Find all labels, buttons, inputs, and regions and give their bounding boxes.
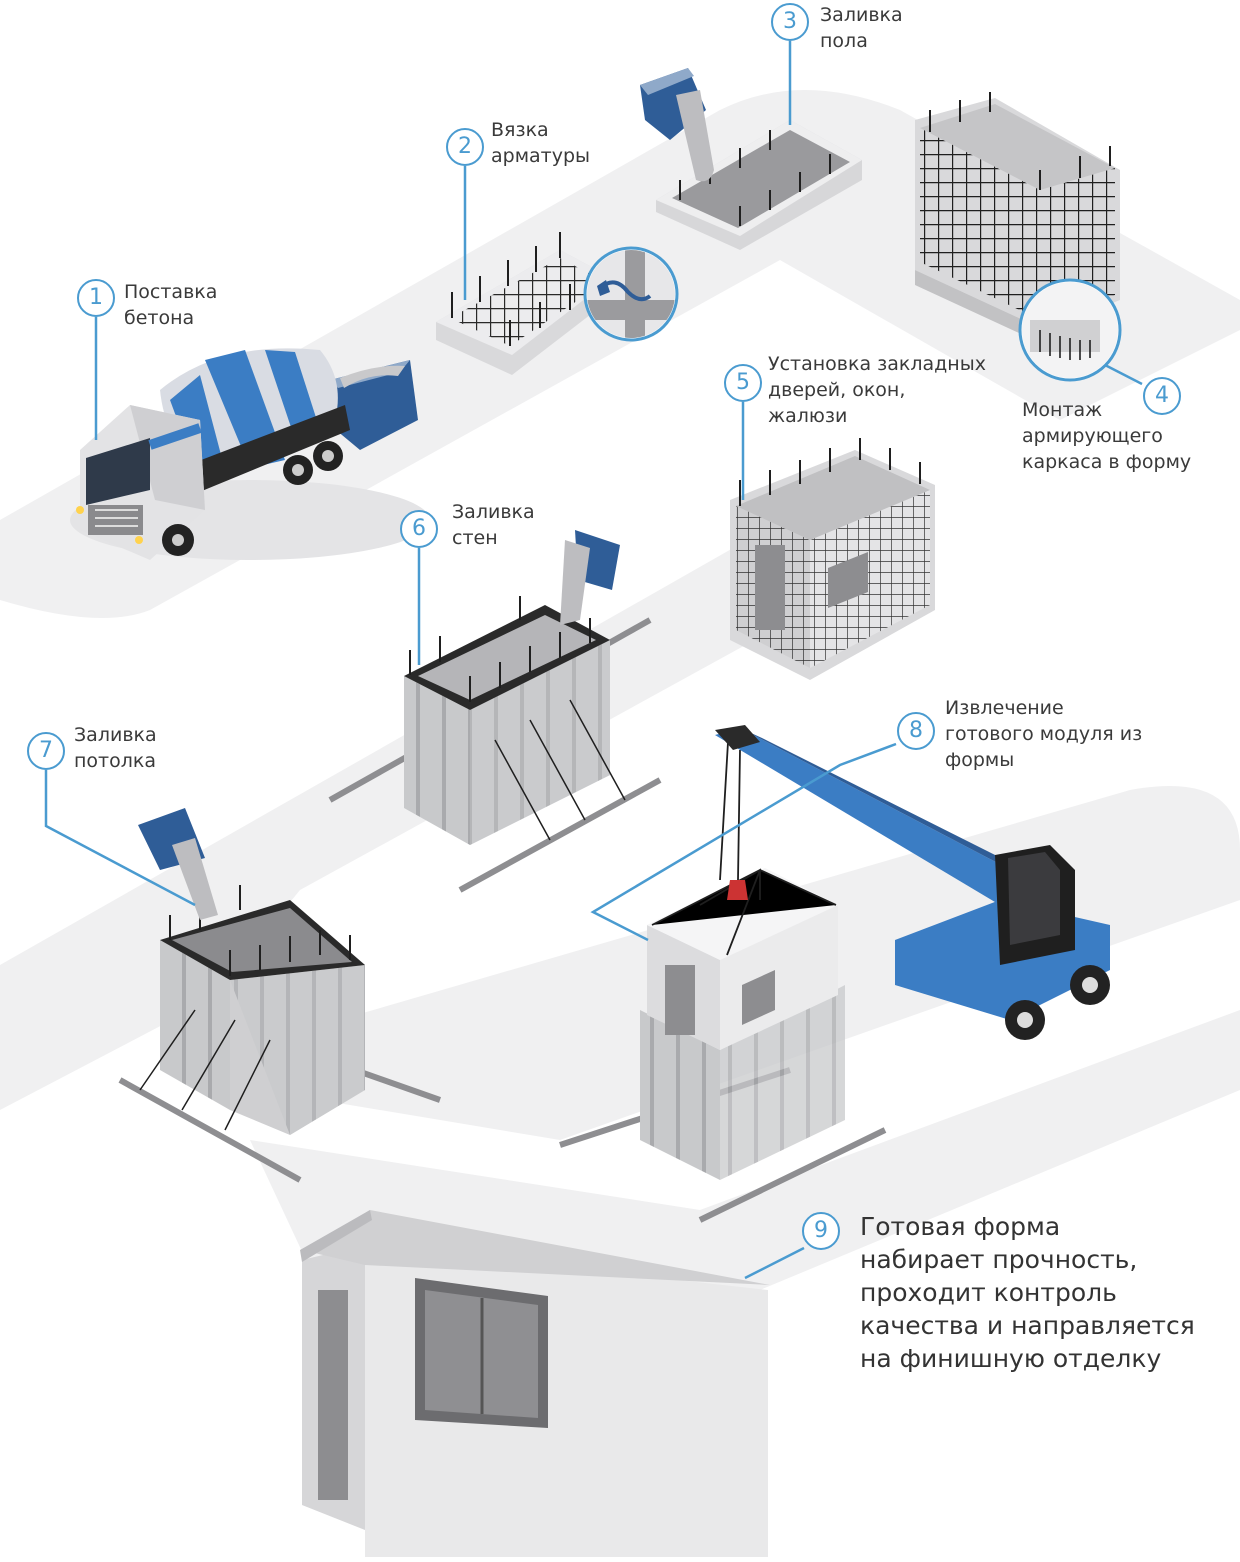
ceiling-pouring-formwork: [118, 808, 441, 1183]
label-line: готового модуля из: [945, 723, 1143, 745]
step-4-label: Монтаж армирующего каркаса в форму: [1022, 397, 1191, 475]
label-line: формы: [945, 749, 1015, 771]
embedded-openings-module: [730, 438, 935, 680]
label-line: пола: [820, 30, 868, 52]
label-line: качества и направляется: [860, 1311, 1195, 1340]
label-line: дверей, окон,: [768, 379, 906, 401]
label-line: Установка закладных: [768, 353, 986, 375]
label-line: на финишную отделку: [860, 1344, 1162, 1373]
step-2-number: 2: [446, 128, 484, 166]
floor-pouring: [640, 68, 862, 250]
label-line: Заливка: [452, 501, 535, 523]
step-5-label: Установка закладных дверей, окон, жалюзи: [768, 351, 986, 429]
label-line: жалюзи: [768, 405, 848, 427]
step-8-label: Извлечение готового модуля из формы: [945, 695, 1142, 773]
label-line: каркаса в форму: [1022, 451, 1192, 473]
label-line: набирает прочность,: [860, 1245, 1138, 1274]
step-8-number: 8: [897, 712, 935, 750]
concrete-mixer-truck: [70, 348, 430, 560]
step-3-number: 3: [771, 3, 809, 41]
label-line: арматуры: [491, 145, 591, 167]
label-line: Вязка: [491, 119, 549, 141]
step-2-label: Вязка арматуры: [491, 117, 590, 169]
label-line: проходит контроль: [860, 1278, 1117, 1307]
step-1-label: Поставка бетона: [124, 279, 217, 331]
label-line: Заливка: [820, 4, 903, 26]
label-line: Поставка: [124, 281, 218, 303]
step-6-label: Заливка стен: [452, 499, 535, 551]
step-5-number: 5: [724, 364, 762, 402]
label-line: Извлечение: [945, 697, 1064, 719]
step-1-number: 1: [77, 279, 115, 317]
label-line: Готовая форма: [860, 1212, 1061, 1241]
step-7-number: 7: [27, 732, 65, 770]
step-6-number: 6: [400, 510, 438, 548]
crane-extraction: [559, 725, 1110, 1223]
reinforcement-cage-in-form: [915, 92, 1122, 382]
step-7-label: Заливка потолка: [74, 722, 157, 774]
label-line: Заливка: [74, 724, 157, 746]
wall-pouring-formwork: [328, 530, 662, 893]
step-9-number: 9: [802, 1212, 840, 1250]
label-line: Монтаж: [1022, 399, 1103, 421]
step-3-label: Заливка пола: [820, 2, 903, 54]
step-9-label: Готовая форма набирает прочность, проход…: [860, 1210, 1195, 1375]
label-line: бетона: [124, 307, 195, 329]
finished-module: [300, 1210, 770, 1557]
label-line: потолка: [74, 750, 157, 772]
step-4-number: 4: [1143, 377, 1181, 415]
label-line: армирующего: [1022, 425, 1163, 447]
rebar-mesh-slab: [436, 232, 679, 375]
leader-lines: [44, 41, 1143, 1280]
label-line: стен: [452, 527, 498, 549]
